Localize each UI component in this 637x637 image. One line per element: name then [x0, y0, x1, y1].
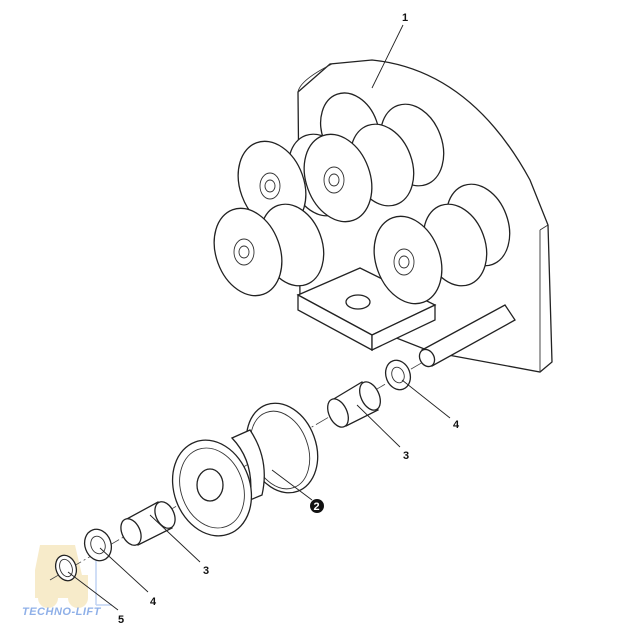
callout-3-upper: 3 [403, 450, 409, 462]
callout-2: 2 [314, 501, 320, 513]
washer-upper [384, 359, 412, 391]
sleeve-lower [120, 501, 176, 546]
mounting-plate [213, 59, 553, 373]
callout-3-lower: 3 [203, 565, 209, 577]
watermark-text: TECHNO-LIFT [22, 606, 102, 618]
callout-4-upper: 4 [453, 419, 460, 431]
callout-1: 1 [402, 12, 408, 24]
callout-2-badge [310, 499, 324, 513]
callout-4-lower: 4 [150, 596, 157, 608]
washer-lower [83, 528, 113, 562]
guide-roller [171, 402, 319, 537]
callout-5: 5 [118, 614, 124, 626]
sleeve-upper [327, 381, 381, 428]
leader-lines [67, 24, 451, 611]
